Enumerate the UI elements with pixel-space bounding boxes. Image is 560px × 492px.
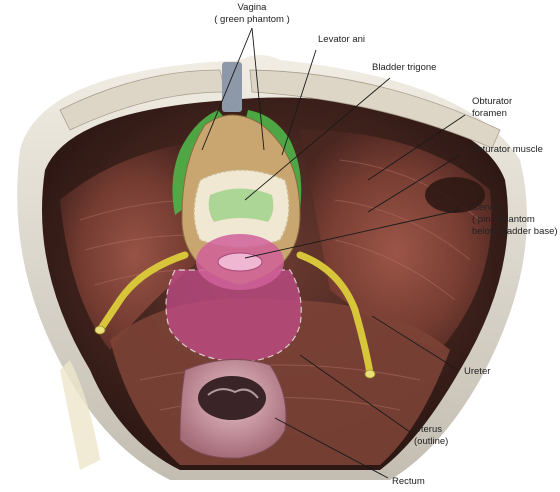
label-uterus-2: (outline) xyxy=(414,436,448,447)
label-obturator-muscle: Obturator muscle xyxy=(470,144,543,155)
label-vagina-sub: ( green phantom ) xyxy=(214,14,290,25)
leader-cervix xyxy=(244,209,461,259)
leader-levator-ani xyxy=(281,49,317,156)
label-levator-ani: Levator ani xyxy=(318,34,365,45)
leader-bladder-trigone xyxy=(244,77,391,201)
rectum-lumen-folds xyxy=(207,388,259,399)
ureter-left-end xyxy=(94,325,106,335)
label-cervix-2: ( pink phantom xyxy=(472,214,535,225)
cervix-os xyxy=(217,252,263,272)
leader-vagina-2 xyxy=(251,27,265,151)
fascia-left xyxy=(60,360,100,470)
label-obturator-foramen-1: Obturator xyxy=(472,96,512,107)
leader-obturator-muscle xyxy=(367,154,461,213)
leader-uterus xyxy=(299,354,411,433)
leader-vagina-1 xyxy=(201,27,253,151)
label-cervix-1: Cervix xyxy=(472,202,499,213)
label-rectum: Rectum xyxy=(392,476,425,487)
label-obturator-foramen-2: foramen xyxy=(472,108,507,119)
label-bladder-trigone: Bladder trigone xyxy=(372,62,436,73)
ureter-right xyxy=(296,251,374,377)
leader-rectum xyxy=(274,417,389,479)
ureter-right-end xyxy=(364,369,376,379)
leader-obturator-foramen xyxy=(367,114,466,181)
label-vagina: Vagina xyxy=(238,2,268,13)
pubic-symphysis xyxy=(222,62,242,112)
trigone-inner-green xyxy=(208,188,274,222)
ureter-left xyxy=(96,251,189,334)
pubic-ramus-right xyxy=(249,69,501,149)
label-ureter: Ureter xyxy=(464,366,490,377)
obturator-foramen xyxy=(425,177,485,213)
label-uterus-1: Uterus xyxy=(414,424,442,435)
leader-ureter xyxy=(371,315,459,371)
rectum-lumen xyxy=(198,376,266,420)
label-cervix-3: below bladder base) xyxy=(472,226,558,237)
